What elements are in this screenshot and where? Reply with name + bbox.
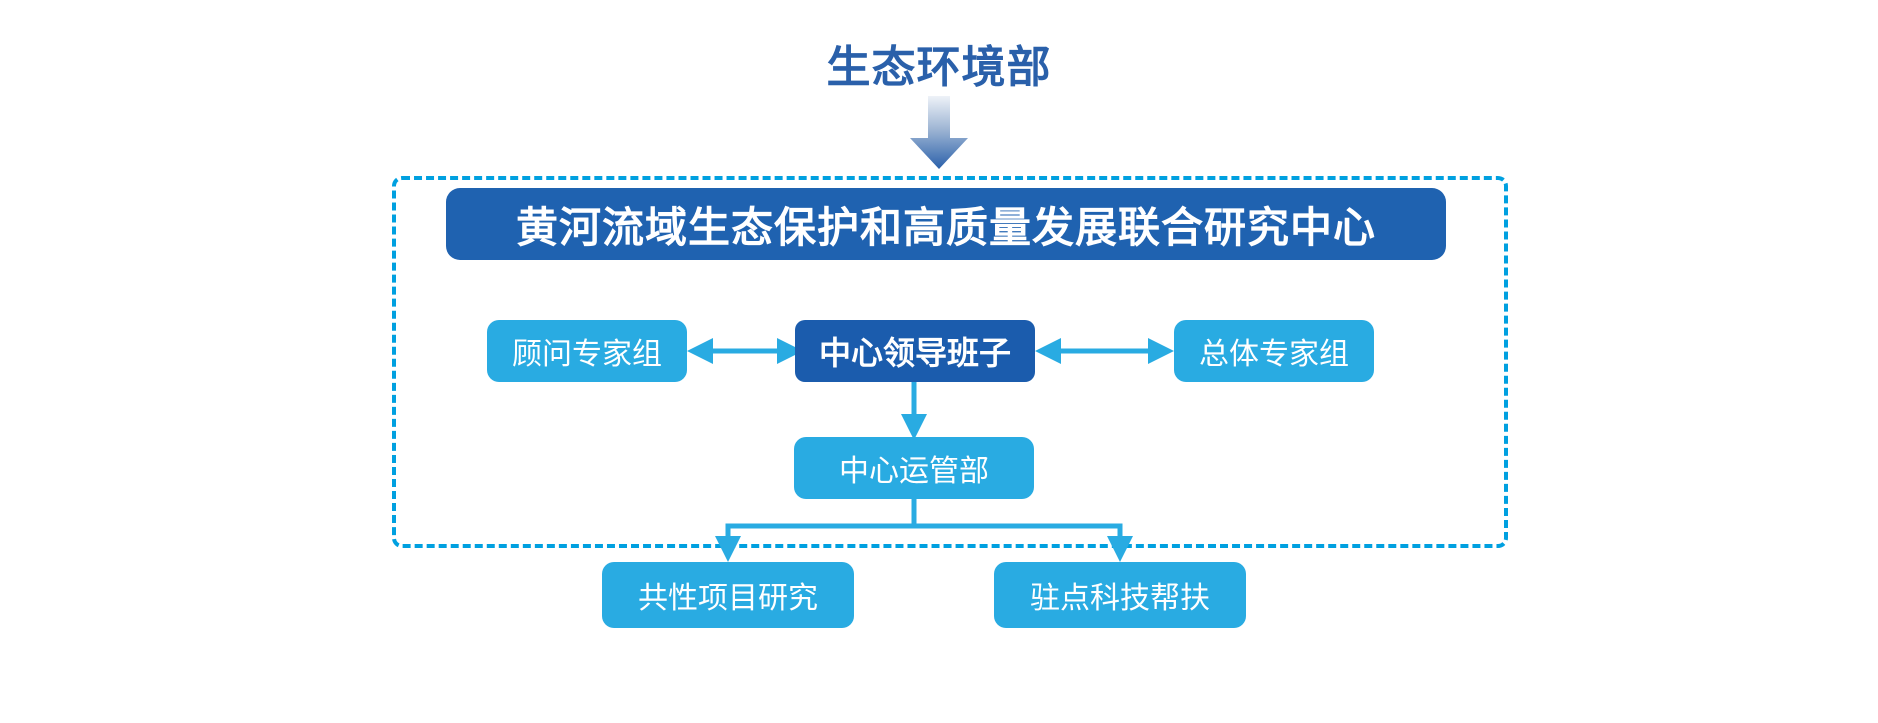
node-station-tech-support[interactable]: 驻点科技帮扶	[994, 562, 1246, 628]
node-center-leadership[interactable]: 中心领导班子	[795, 320, 1035, 382]
ministry-title: 生态环境部	[826, 43, 1052, 92]
node-advisory-expert-group[interactable]: 顾问专家组	[487, 320, 687, 382]
dashed-container	[392, 176, 1508, 548]
center-title-box[interactable]: 黄河流域生态保护和高质量发展联合研究中心	[446, 188, 1446, 260]
node-common-project-research[interactable]: 共性项目研究	[602, 562, 854, 628]
node-overall-expert-group[interactable]: 总体专家组	[1174, 320, 1374, 382]
ministry-down-arrow-icon	[910, 96, 968, 169]
node-center-operations[interactable]: 中心运管部	[794, 437, 1034, 499]
